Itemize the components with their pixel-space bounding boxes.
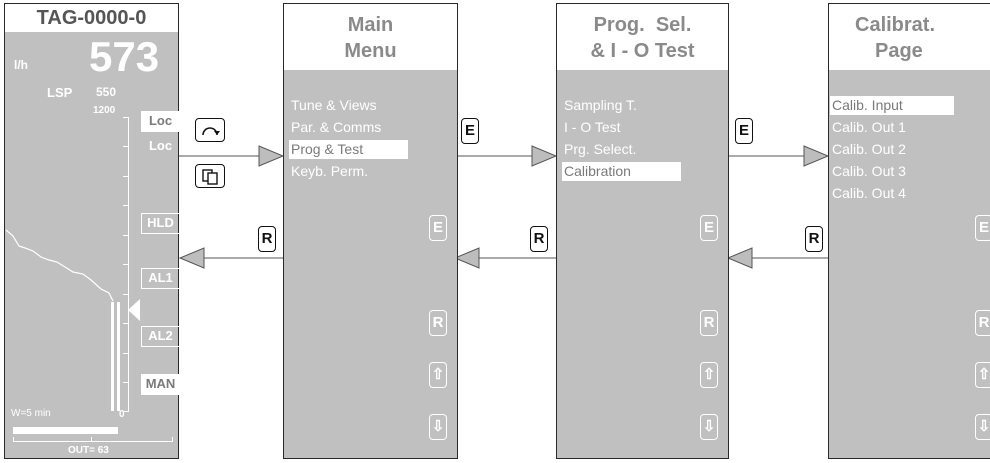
menu-item-prg-select[interactable]: Prg. Select. xyxy=(564,141,637,157)
mode-hld: HLD xyxy=(141,213,180,234)
output-axis xyxy=(13,441,173,442)
menu-item-prog-test[interactable]: Prog & Test xyxy=(289,140,408,159)
down-key-button[interactable]: ⇩ xyxy=(700,414,718,440)
menu-item-calib-out-3[interactable]: Calib. Out 3 xyxy=(832,163,906,179)
up-key-button[interactable]: ⇧ xyxy=(700,362,718,388)
scale-tick xyxy=(123,205,128,206)
arrow-left-icon xyxy=(453,247,480,269)
scale-tick xyxy=(123,146,128,147)
lsp-value: 550 xyxy=(96,85,117,99)
enter-key-button[interactable]: E xyxy=(429,215,447,241)
menu-item-sampling[interactable]: Sampling T. xyxy=(564,97,637,113)
panel-title: Calibrat. Page xyxy=(829,4,990,70)
lsp-label: LSP xyxy=(47,85,73,100)
panel-title-line: Menu xyxy=(344,40,397,62)
menu-item-calib-input[interactable]: Calib. Input xyxy=(830,96,954,115)
output-value: OUT= 63 xyxy=(68,445,109,456)
return-key-button[interactable]: R xyxy=(975,310,990,336)
arrow-right-icon xyxy=(531,145,558,167)
time-window: W=5 min xyxy=(11,408,51,419)
mode-loc-1: Loc xyxy=(141,111,180,132)
enter-key-icon: E xyxy=(461,118,479,144)
setpoint-pointer-icon xyxy=(128,299,140,321)
scale-axis xyxy=(128,117,129,412)
arrow-left-icon xyxy=(178,247,205,269)
arrow-left-icon xyxy=(726,247,753,269)
up-key-button[interactable]: ⇧ xyxy=(429,362,447,388)
up-key-button[interactable]: ⇧ xyxy=(975,362,990,388)
pages-key-icon xyxy=(195,164,225,188)
menu-item-tune-views[interactable]: Tune & Views xyxy=(291,97,377,113)
scale-tick xyxy=(123,294,128,295)
panel-title-line: Prog. Sel. xyxy=(593,14,692,36)
panel-title: Main Menu xyxy=(284,4,457,70)
pv-bar-right xyxy=(117,302,120,411)
main-menu-panel: Main Menu Tune & Views Par. & Comms Prog… xyxy=(283,3,458,459)
menu-item-calibration[interactable]: Calibration xyxy=(562,162,681,181)
tag-name: TAG-0000-0 xyxy=(36,7,147,29)
down-key-button[interactable]: ⇩ xyxy=(429,414,447,440)
return-key-button[interactable]: R xyxy=(700,310,718,336)
output-axis-tick xyxy=(91,437,92,442)
scale-tick xyxy=(123,323,128,324)
output-axis-tick xyxy=(13,437,14,442)
scale-tick xyxy=(123,411,128,412)
panel-title-line: & I - O Test xyxy=(590,40,695,62)
arrow-right-icon xyxy=(803,145,830,167)
mode-man: MAN xyxy=(141,374,180,395)
panel-title-line: Page xyxy=(875,40,923,62)
menu-item-keyb-perm[interactable]: Keyb. Perm. xyxy=(291,163,369,179)
enter-key-button[interactable]: E xyxy=(975,215,990,241)
down-key-button[interactable]: ⇩ xyxy=(975,414,990,440)
menu-item-calib-out-4[interactable]: Calib. Out 4 xyxy=(832,185,906,201)
tag-header: TAG-0000-0 xyxy=(5,4,178,32)
panel-title: Prog. Sel. & I - O Test xyxy=(557,4,728,70)
pv-bar xyxy=(111,302,114,411)
output-axis-tick xyxy=(172,437,173,442)
menu-item-io-test[interactable]: I - O Test xyxy=(564,119,621,135)
mode-al2: AL2 xyxy=(141,326,180,347)
scale-tick xyxy=(123,353,128,354)
return-key-icon: R xyxy=(258,226,276,252)
mode-al1: AL1 xyxy=(141,268,180,289)
arrow-right-icon xyxy=(258,145,285,167)
scale-tick xyxy=(123,176,128,177)
scale-max: 1200 xyxy=(93,105,116,116)
scale-tick xyxy=(123,382,128,383)
output-bar xyxy=(13,427,118,434)
unit-label: l/h xyxy=(14,58,28,72)
trend-curve xyxy=(5,229,114,302)
enter-key-button[interactable]: E xyxy=(700,215,718,241)
menu-item-calib-out-2[interactable]: Calib. Out 2 xyxy=(832,141,906,157)
panel-title-line: Calibrat. xyxy=(855,14,936,36)
process-value: 573 xyxy=(89,33,160,80)
cycle-key-icon xyxy=(195,118,225,142)
menu-item-par-comms[interactable]: Par. & Comms xyxy=(291,119,382,135)
scale-tick xyxy=(123,235,128,236)
panel-title-line: Main xyxy=(347,14,394,36)
mode-loc-2: Loc xyxy=(148,138,173,153)
return-key-icon: R xyxy=(805,226,823,252)
return-key-button[interactable]: R xyxy=(429,310,447,336)
prog-select-panel: Prog. Sel. & I - O Test Sampling T. I - … xyxy=(556,3,729,459)
scale-tick xyxy=(123,264,128,265)
enter-key-icon: E xyxy=(735,118,753,144)
menu-item-calib-out-1[interactable]: Calib. Out 1 xyxy=(832,119,906,135)
controller-faceplate: TAG-0000-0 l/h 573 LSP 550 1200 Loc Loc … xyxy=(4,3,180,459)
scale-min: 0 xyxy=(119,409,125,420)
return-key-icon: R xyxy=(530,226,548,252)
scale-tick xyxy=(123,117,128,118)
calibration-panel: Calibrat. Page Calib. Input Calib. Out 1… xyxy=(828,3,990,459)
